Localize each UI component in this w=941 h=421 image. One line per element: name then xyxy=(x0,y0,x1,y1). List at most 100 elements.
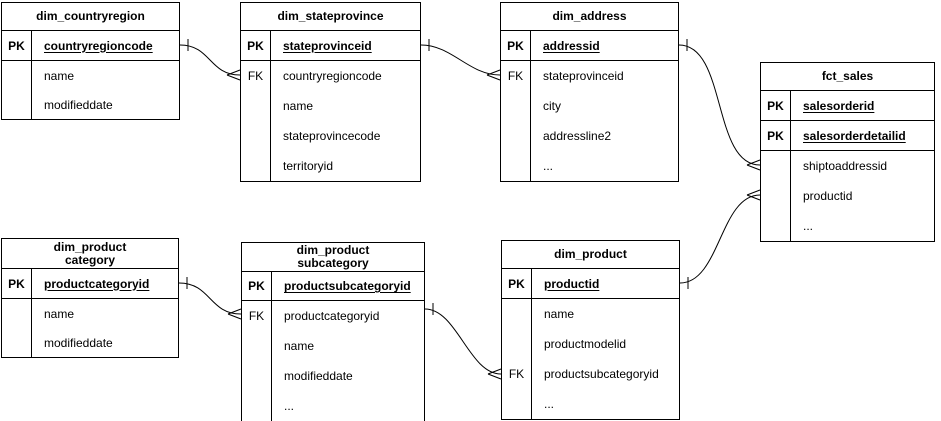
field-name: name xyxy=(284,339,315,353)
field-name: modifieddate xyxy=(44,97,113,112)
key-cell xyxy=(241,91,271,121)
crow-foot-icon xyxy=(746,189,761,201)
crow-foot-icon xyxy=(226,69,241,81)
key-cell xyxy=(761,181,791,211)
key-cell xyxy=(2,299,32,328)
table-title: dim_countryregion xyxy=(2,3,179,31)
field-name: city xyxy=(543,99,561,113)
table-row: name xyxy=(2,61,179,90)
table-title: dim_stateprovince xyxy=(241,3,420,31)
field-name: modifieddate xyxy=(44,335,113,350)
table-row: name xyxy=(242,331,424,361)
pk-label: PK xyxy=(2,269,32,298)
table-row: city xyxy=(501,91,678,121)
table-row: name xyxy=(502,299,679,329)
fk-label: FK xyxy=(241,61,271,91)
table-row: addressline2 xyxy=(501,121,678,151)
key-cell xyxy=(761,211,791,241)
pk-label: PK xyxy=(761,121,791,150)
table-title: dim_product xyxy=(502,241,679,269)
pk-label: PK xyxy=(761,91,791,120)
key-cell xyxy=(241,151,271,181)
field-name: stateprovinceid xyxy=(543,69,624,83)
table-row: FK stateprovinceid xyxy=(501,61,678,91)
field-name: productcategoryid xyxy=(44,276,150,291)
key-cell xyxy=(2,90,32,119)
field-name: ... xyxy=(284,399,295,413)
key-cell xyxy=(242,361,272,391)
field-name: name xyxy=(44,306,75,321)
table-row: shiptoaddressid xyxy=(761,151,934,181)
table-row: PK productsubcategoryid xyxy=(242,272,424,301)
connector-productcategory-productsubcategory xyxy=(178,277,242,320)
table-dim-product[interactable]: dim_product PK productid name productmod… xyxy=(501,240,680,420)
field-name: stateprovincecode xyxy=(283,129,381,143)
field-name: productsubcategoryid xyxy=(284,279,411,293)
key-cell xyxy=(502,329,532,359)
field-name: shiptoaddressid xyxy=(803,159,888,173)
field-name: ... xyxy=(803,219,814,233)
table-row: name xyxy=(241,91,420,121)
field-name: productid xyxy=(544,276,600,291)
relationship-line xyxy=(678,44,761,166)
table-row: modifieddate xyxy=(2,328,178,357)
field-name: countryregioncode xyxy=(44,38,153,53)
crow-foot-icon xyxy=(486,69,501,81)
field-name: productid xyxy=(803,189,853,203)
connector-stateprovince-address xyxy=(420,39,501,81)
table-row: name xyxy=(2,299,178,328)
table-fct-sales[interactable]: fct_sales PK salesorderid PK salesorderd… xyxy=(760,62,935,242)
key-cell xyxy=(501,121,531,151)
fk-label: FK xyxy=(501,61,531,91)
relationship-line xyxy=(424,308,502,375)
table-row: PK productid xyxy=(502,269,679,299)
pk-label: PK xyxy=(241,31,271,60)
crow-foot-icon xyxy=(746,159,761,171)
table-row: PK productcategoryid xyxy=(2,269,178,299)
table-dim-product-subcategory[interactable]: dim_product subcategory PK productsubcat… xyxy=(241,242,425,421)
field-name: addressid xyxy=(543,38,600,53)
field-name: productmodelid xyxy=(544,337,627,351)
field-name: name xyxy=(44,68,75,83)
fk-label: FK xyxy=(242,301,272,331)
key-cell xyxy=(242,331,272,361)
table-title: fct_sales xyxy=(761,63,934,91)
table-title: dim_product category xyxy=(2,239,178,269)
relationship-line xyxy=(179,44,241,76)
connector-address-fctsales xyxy=(678,39,761,171)
table-dim-product-category[interactable]: dim_product category PK productcategoryi… xyxy=(1,238,179,358)
connector-productsubcategory-product xyxy=(424,303,502,380)
key-cell xyxy=(502,389,532,419)
table-dim-countryregion[interactable]: dim_countryregion PK countryregioncode n… xyxy=(1,2,180,120)
table-row: modifieddate xyxy=(242,361,424,391)
field-name: stateprovinceid xyxy=(283,38,372,53)
table-row: productid xyxy=(761,181,934,211)
crow-foot-icon xyxy=(487,368,502,380)
field-name: ... xyxy=(544,397,555,411)
table-row: territoryid xyxy=(241,151,420,181)
table-row: modifieddate xyxy=(2,90,179,119)
table-row: FK productsubcategoryid xyxy=(502,359,679,389)
table-row: PK stateprovinceid xyxy=(241,31,420,61)
field-name: productcategoryid xyxy=(284,309,380,323)
table-title: dim_product subcategory xyxy=(242,243,424,272)
key-cell xyxy=(242,391,272,421)
field-name: productsubcategoryid xyxy=(544,367,659,381)
field-name: name xyxy=(544,307,575,321)
crow-foot-icon xyxy=(227,308,242,320)
table-row: ... xyxy=(761,211,934,241)
pk-label: PK xyxy=(2,31,32,60)
table-row: PK salesorderid xyxy=(761,91,934,121)
relationship-line xyxy=(420,44,501,76)
key-cell xyxy=(502,299,532,329)
key-cell xyxy=(501,151,531,181)
table-row: ... xyxy=(242,391,424,421)
relationship-line xyxy=(679,194,761,284)
field-name: salesorderid xyxy=(803,98,875,113)
field-name: modifieddate xyxy=(284,369,353,383)
connector-product-fctsales xyxy=(679,189,761,289)
key-cell xyxy=(241,121,271,151)
table-dim-stateprovince[interactable]: dim_stateprovince PK stateprovinceid FK … xyxy=(240,2,421,182)
table-dim-address[interactable]: dim_address PK addressid FK stateprovinc… xyxy=(500,2,679,182)
